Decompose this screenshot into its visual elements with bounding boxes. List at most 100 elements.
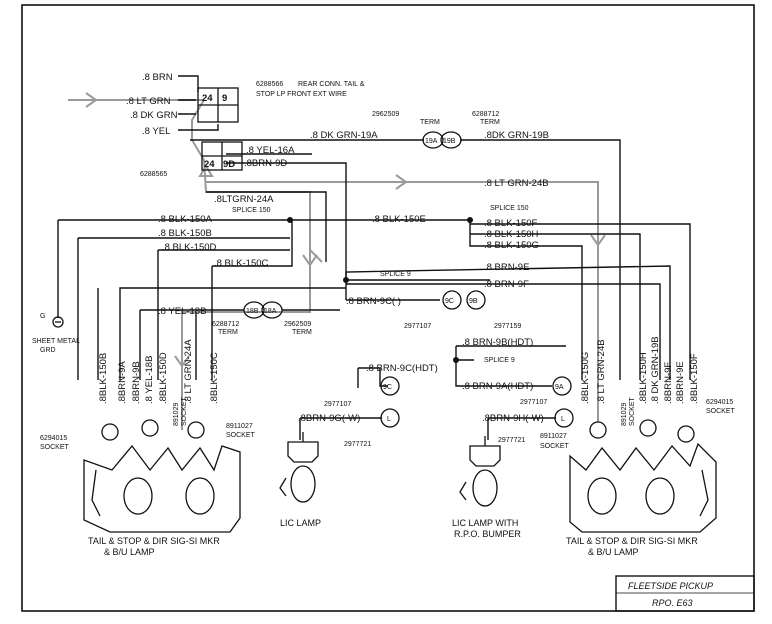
conn-18b-label: 18B <box>246 308 259 315</box>
connector-lic-left: L <box>380 408 400 428</box>
vwire-label: .8BLK-150D <box>158 352 169 404</box>
ground-label-2: GRD <box>40 347 56 354</box>
part-note: STOP LP FRONT EXT WIRE <box>256 91 347 98</box>
part-socket: SOCKET <box>540 443 570 450</box>
part-socket: SOCKET <box>629 396 636 426</box>
conn-9a-hdt-label: 9A <box>555 384 564 391</box>
vertical-wire-labels: .8BLK-150B .8BRN-9A .8BRN-9B .8 YEL-18B … <box>98 336 700 404</box>
connector-9c-9b: 9C 9B <box>442 290 486 310</box>
wire-label: .8 BLK-150H <box>484 229 539 240</box>
part-socket: SOCKET <box>226 432 256 439</box>
part-number: 891029 <box>173 403 180 426</box>
title-line-1: FLEETSIDE PICKUP <box>628 581 713 591</box>
part-number: 8911027 <box>540 433 567 440</box>
vwire-label: .8 DK GRN-19B <box>650 336 661 404</box>
connector-9c-hdt: 9C <box>380 376 400 396</box>
wire-label: .8 BLK-150G <box>484 240 539 251</box>
trace-arrow-3 <box>302 254 318 267</box>
vwire-label: .8BLK-150C <box>209 352 220 404</box>
wire-label: .8LTGRN-24A <box>214 194 274 205</box>
connector-9a-hdt: 9A <box>552 376 572 396</box>
part-number: 2977107 <box>324 401 351 408</box>
ground-symbol: G SHEET METAL GRD <box>32 313 80 354</box>
wire-labels: .8 BRN .8 LT GRN .8 DK GRN .8 YEL .8 YEL… <box>126 72 549 424</box>
vwire-label: .8BRN-9E <box>675 361 686 404</box>
ground-code: G <box>40 313 45 320</box>
wiring <box>57 75 691 440</box>
part-number: 2962509 <box>372 111 399 118</box>
wire-label: .8BRN-9H(-W) <box>482 413 544 424</box>
trace-arrow-4 <box>590 234 606 247</box>
tail-lamp-right <box>569 442 717 533</box>
part-term: TERM <box>480 119 500 126</box>
part-numbers: 6288566 REAR CONN. TAIL & STOP LP FRONT … <box>40 81 736 451</box>
wire-label: .8 BRN-9C(HDT) <box>366 363 438 374</box>
wire-label: .8 BRN-9E <box>484 262 529 273</box>
splice-label: SPLICE 9 <box>484 357 515 364</box>
part-number: 6288712 <box>212 321 239 328</box>
trace-to-lamp-l <box>181 311 248 430</box>
caption-tail-left-2: & B/U LAMP <box>104 547 155 557</box>
wire-label: .8 BLK-150E <box>372 214 426 225</box>
vwire-label: .8BRN-9B <box>131 361 142 404</box>
title-block: FLEETSIDE PICKUP RPO. E63 <box>615 575 755 612</box>
conn-9c-hdt-label: 9C <box>383 384 392 391</box>
part-number: 6288712 <box>472 111 499 118</box>
wire-label: .8 DK GRN-19A <box>310 130 378 141</box>
conn-mid-pin-4: 9D <box>223 159 235 170</box>
trace-arrow-1 <box>85 92 98 108</box>
vwire-label: .8BRN-9A <box>117 361 128 404</box>
part-number: 2977107 <box>520 399 547 406</box>
splice-label: SPLICE 150 <box>490 205 529 212</box>
conn-19b-label: 19B <box>443 138 456 145</box>
part-number: 2977107 <box>404 323 431 330</box>
connector-lic-right: L <box>554 408 574 428</box>
wire-label: .8 BLK-150C <box>214 258 269 269</box>
wire-label: .8 YEL <box>142 126 170 137</box>
part-number: 6288565 <box>140 171 167 178</box>
tail-lamp-left <box>83 444 241 533</box>
part-term: TERM <box>292 329 312 336</box>
lic-lamp-left <box>279 432 319 503</box>
part-term: TERM <box>218 329 238 336</box>
part-number: 6288566 <box>256 81 283 88</box>
part-number: 8911027 <box>226 423 253 430</box>
conn-18a-label: 18A <box>264 308 277 315</box>
splice-dots <box>287 217 473 363</box>
trace-arrow-2 <box>395 174 408 190</box>
connector-18: 18B 18A <box>243 301 283 319</box>
wire-label: .8 BRN-9F <box>484 279 529 290</box>
vwire-label: .8BLK-150B <box>98 353 109 404</box>
part-number: 2977721 <box>344 441 371 448</box>
splice-label: SPLICE 9 <box>380 271 411 278</box>
vwire-label: .8BLK-150H <box>638 352 649 404</box>
wire-label: .8DK GRN-19B <box>484 130 549 141</box>
conn-lic-left-label: L <box>387 416 391 423</box>
caption-tail-right-2: & B/U LAMP <box>588 547 639 557</box>
splice-labels: SPLICE 150 SPLICE 150 SPLICE 9 SPLICE 9 <box>232 205 529 364</box>
sheet-border <box>21 4 755 612</box>
wire-label: .8 LT GRN <box>126 96 171 107</box>
sockets <box>101 419 695 443</box>
part-socket: SOCKET <box>706 408 736 415</box>
wire-label: .8 YEL-16A <box>246 145 295 156</box>
part-socket: SOCKET <box>181 396 188 426</box>
trace-arrow-6 <box>198 164 214 177</box>
caption-lic-bumper-1: LIC LAMP WITH <box>452 518 518 528</box>
wire-label: .8 BLK-150B <box>158 228 212 239</box>
wire-label: .8 BRN <box>142 72 173 83</box>
conn-9b-label: 9B <box>469 298 478 305</box>
vwire-label: .8BRN-9F <box>663 362 674 404</box>
part-number: 2962509 <box>284 321 311 328</box>
part-socket: SOCKET <box>40 444 70 451</box>
part-note: REAR CONN. TAIL & <box>298 81 365 88</box>
vwire-label: .8BLK-150G <box>580 352 591 404</box>
wire-label: .8 BLK-150A <box>158 214 213 225</box>
wire-label: .8 BRN-9A(HDT) <box>462 381 533 392</box>
connector-19: 19A 19B <box>422 131 462 149</box>
wire-label: .8BRN-9D <box>244 158 287 169</box>
wire-label: .8 BRN-9B(HDT) <box>462 337 533 348</box>
connector-top: 24 9 <box>197 87 239 123</box>
part-number: 891029 <box>621 403 628 426</box>
